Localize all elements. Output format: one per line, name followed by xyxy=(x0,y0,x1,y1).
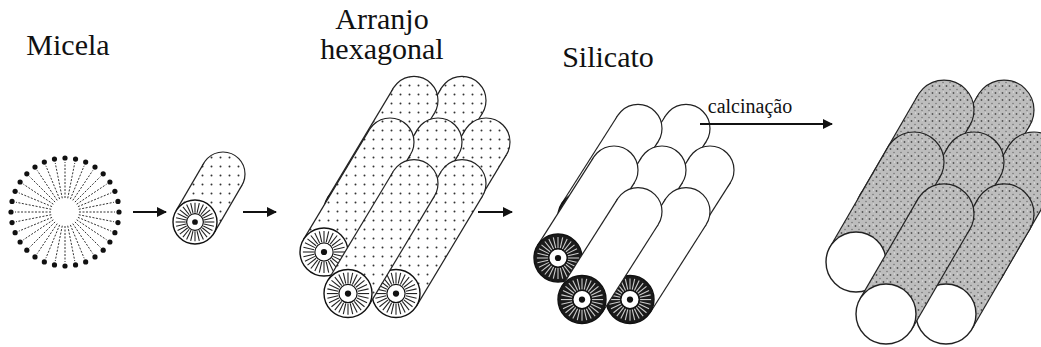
cylinder-body xyxy=(327,171,434,306)
surfactant-head xyxy=(42,259,47,264)
stage-label: Arranjo hexagonal xyxy=(282,4,482,64)
hexagonal-bundle xyxy=(534,104,734,323)
surfactant-tail xyxy=(70,225,84,258)
surfactant-tail xyxy=(16,202,51,209)
surfactant-tail xyxy=(79,212,115,213)
surfactant-head xyxy=(115,220,120,225)
surfactant-head xyxy=(18,179,23,184)
hexagonal-bundle xyxy=(300,76,510,317)
surfactant-tail xyxy=(65,226,66,262)
rod-face xyxy=(558,276,606,324)
surfactant-head xyxy=(101,248,106,253)
surfactant-head xyxy=(83,259,88,264)
surfactant-head xyxy=(24,171,29,176)
cylinder xyxy=(558,188,662,324)
surfactant-head xyxy=(18,239,23,244)
surfactant-head xyxy=(8,209,13,214)
cylinder xyxy=(856,184,974,344)
surfactant-tail xyxy=(75,177,100,202)
surfactant-head xyxy=(13,189,18,194)
surfactant-tail xyxy=(55,163,62,198)
surfactant-head xyxy=(115,199,120,204)
cylinder xyxy=(324,160,438,318)
stage-label: calcinação xyxy=(695,96,805,116)
rod-face xyxy=(173,200,217,244)
surfactant-head xyxy=(32,165,37,170)
micelle xyxy=(8,155,121,268)
surfactant-head xyxy=(62,263,67,268)
surfactant-head xyxy=(52,262,57,267)
surfactant-tail xyxy=(46,166,60,199)
surfactant-head xyxy=(107,239,112,244)
pore-face xyxy=(856,284,916,344)
surfactant-head xyxy=(112,189,117,194)
surfactant-head xyxy=(116,209,121,214)
surfactant-head xyxy=(24,248,29,253)
hexagonal-bundle xyxy=(826,80,1041,344)
surfactant-tail xyxy=(75,222,100,247)
surfactant-head xyxy=(9,199,14,204)
stage-label: Micela xyxy=(8,30,128,60)
surfactant-head xyxy=(9,220,14,225)
surfactant-head xyxy=(92,165,97,170)
surfactant-tail xyxy=(30,177,55,202)
surfactant-tail xyxy=(15,212,51,213)
surfactant-tail xyxy=(55,226,62,261)
surfactant-head xyxy=(42,160,47,165)
surfactant-tail xyxy=(65,162,66,198)
surfactant-tail xyxy=(79,215,114,222)
surfactant-tail xyxy=(79,202,114,209)
surfactant-head xyxy=(92,254,97,259)
surfactant-head xyxy=(112,230,117,235)
surfactant-tail xyxy=(68,163,75,198)
cylinder xyxy=(173,152,245,244)
surfactant-head xyxy=(73,156,78,161)
rod-groups xyxy=(173,76,1041,344)
surfactant-head xyxy=(52,156,57,161)
surfactant-head xyxy=(62,155,67,160)
surfactant-head xyxy=(73,262,78,267)
surfactant-tail xyxy=(19,217,52,231)
surfactant-tail xyxy=(30,222,55,247)
surfactant-head xyxy=(101,171,106,176)
surfactant-head xyxy=(107,179,112,184)
rod-face xyxy=(324,270,372,318)
surfactant-tail xyxy=(16,215,51,222)
surfactant-head xyxy=(32,254,37,259)
surfactant-tail xyxy=(68,226,75,261)
surfactant-tail xyxy=(78,193,111,207)
process-arrows xyxy=(133,124,832,212)
stage-label: Silicato xyxy=(538,42,678,72)
cylinder-body xyxy=(562,199,658,313)
surfactant-head xyxy=(13,230,18,235)
surfactant-head xyxy=(83,160,88,165)
